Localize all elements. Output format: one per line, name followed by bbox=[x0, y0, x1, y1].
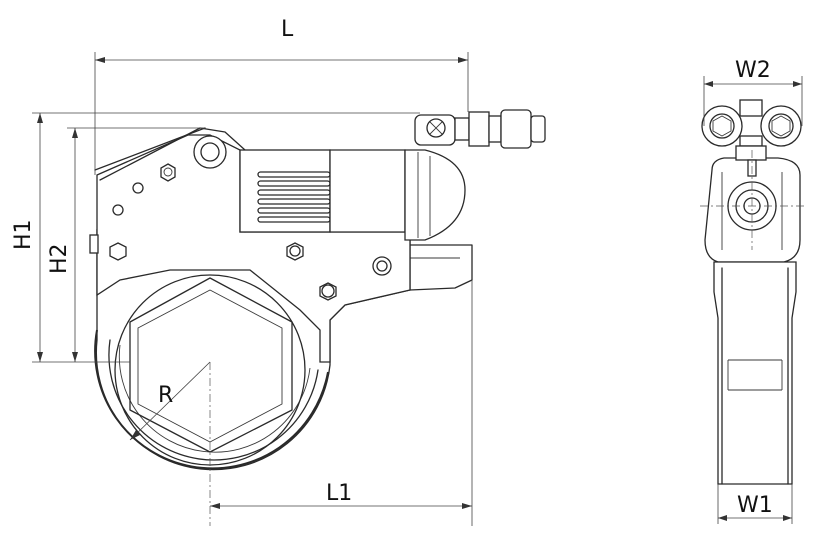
reaction-rail bbox=[409, 244, 473, 291]
cylinder-end bbox=[404, 149, 466, 241]
fitting-2 bbox=[468, 111, 490, 147]
dimension-label-W1: W1 bbox=[737, 493, 773, 518]
dimension-label-H2: H2 bbox=[47, 243, 72, 274]
dimension-label-H1: H1 bbox=[11, 219, 36, 250]
roller-right bbox=[760, 105, 802, 147]
ring-outer-arc bbox=[94, 329, 329, 470]
pivot-inner bbox=[200, 142, 220, 162]
roller-bridge bbox=[739, 99, 763, 117]
dimension-label-W2: W2 bbox=[735, 58, 771, 83]
dimension-label-R: R bbox=[158, 383, 173, 408]
dimension-label-L: L bbox=[281, 17, 294, 42]
fitting-1 bbox=[454, 117, 470, 141]
cylinder-body bbox=[329, 149, 406, 233]
side-view bbox=[89, 109, 546, 471]
main-plate bbox=[96, 134, 411, 363]
ring-inner-arc bbox=[108, 339, 319, 461]
fitting-5 bbox=[530, 115, 546, 143]
ring-inner-arc-2 bbox=[118, 344, 311, 453]
front-dimensions: W2 W1 bbox=[700, 58, 806, 524]
fitting-3 bbox=[488, 115, 502, 143]
fitting-4 bbox=[500, 109, 532, 149]
pivot-outer bbox=[193, 135, 227, 169]
bolts bbox=[109, 163, 392, 301]
side-tab bbox=[89, 234, 99, 254]
roller-left bbox=[701, 105, 743, 147]
front-body bbox=[713, 261, 797, 485]
hex-socket bbox=[129, 277, 293, 453]
side-dimensions: L H1 H2 L1 R bbox=[11, 17, 473, 526]
dimension-label-L1: L1 bbox=[326, 481, 352, 506]
front-view bbox=[701, 99, 802, 485]
plate-top-edge bbox=[94, 127, 206, 171]
